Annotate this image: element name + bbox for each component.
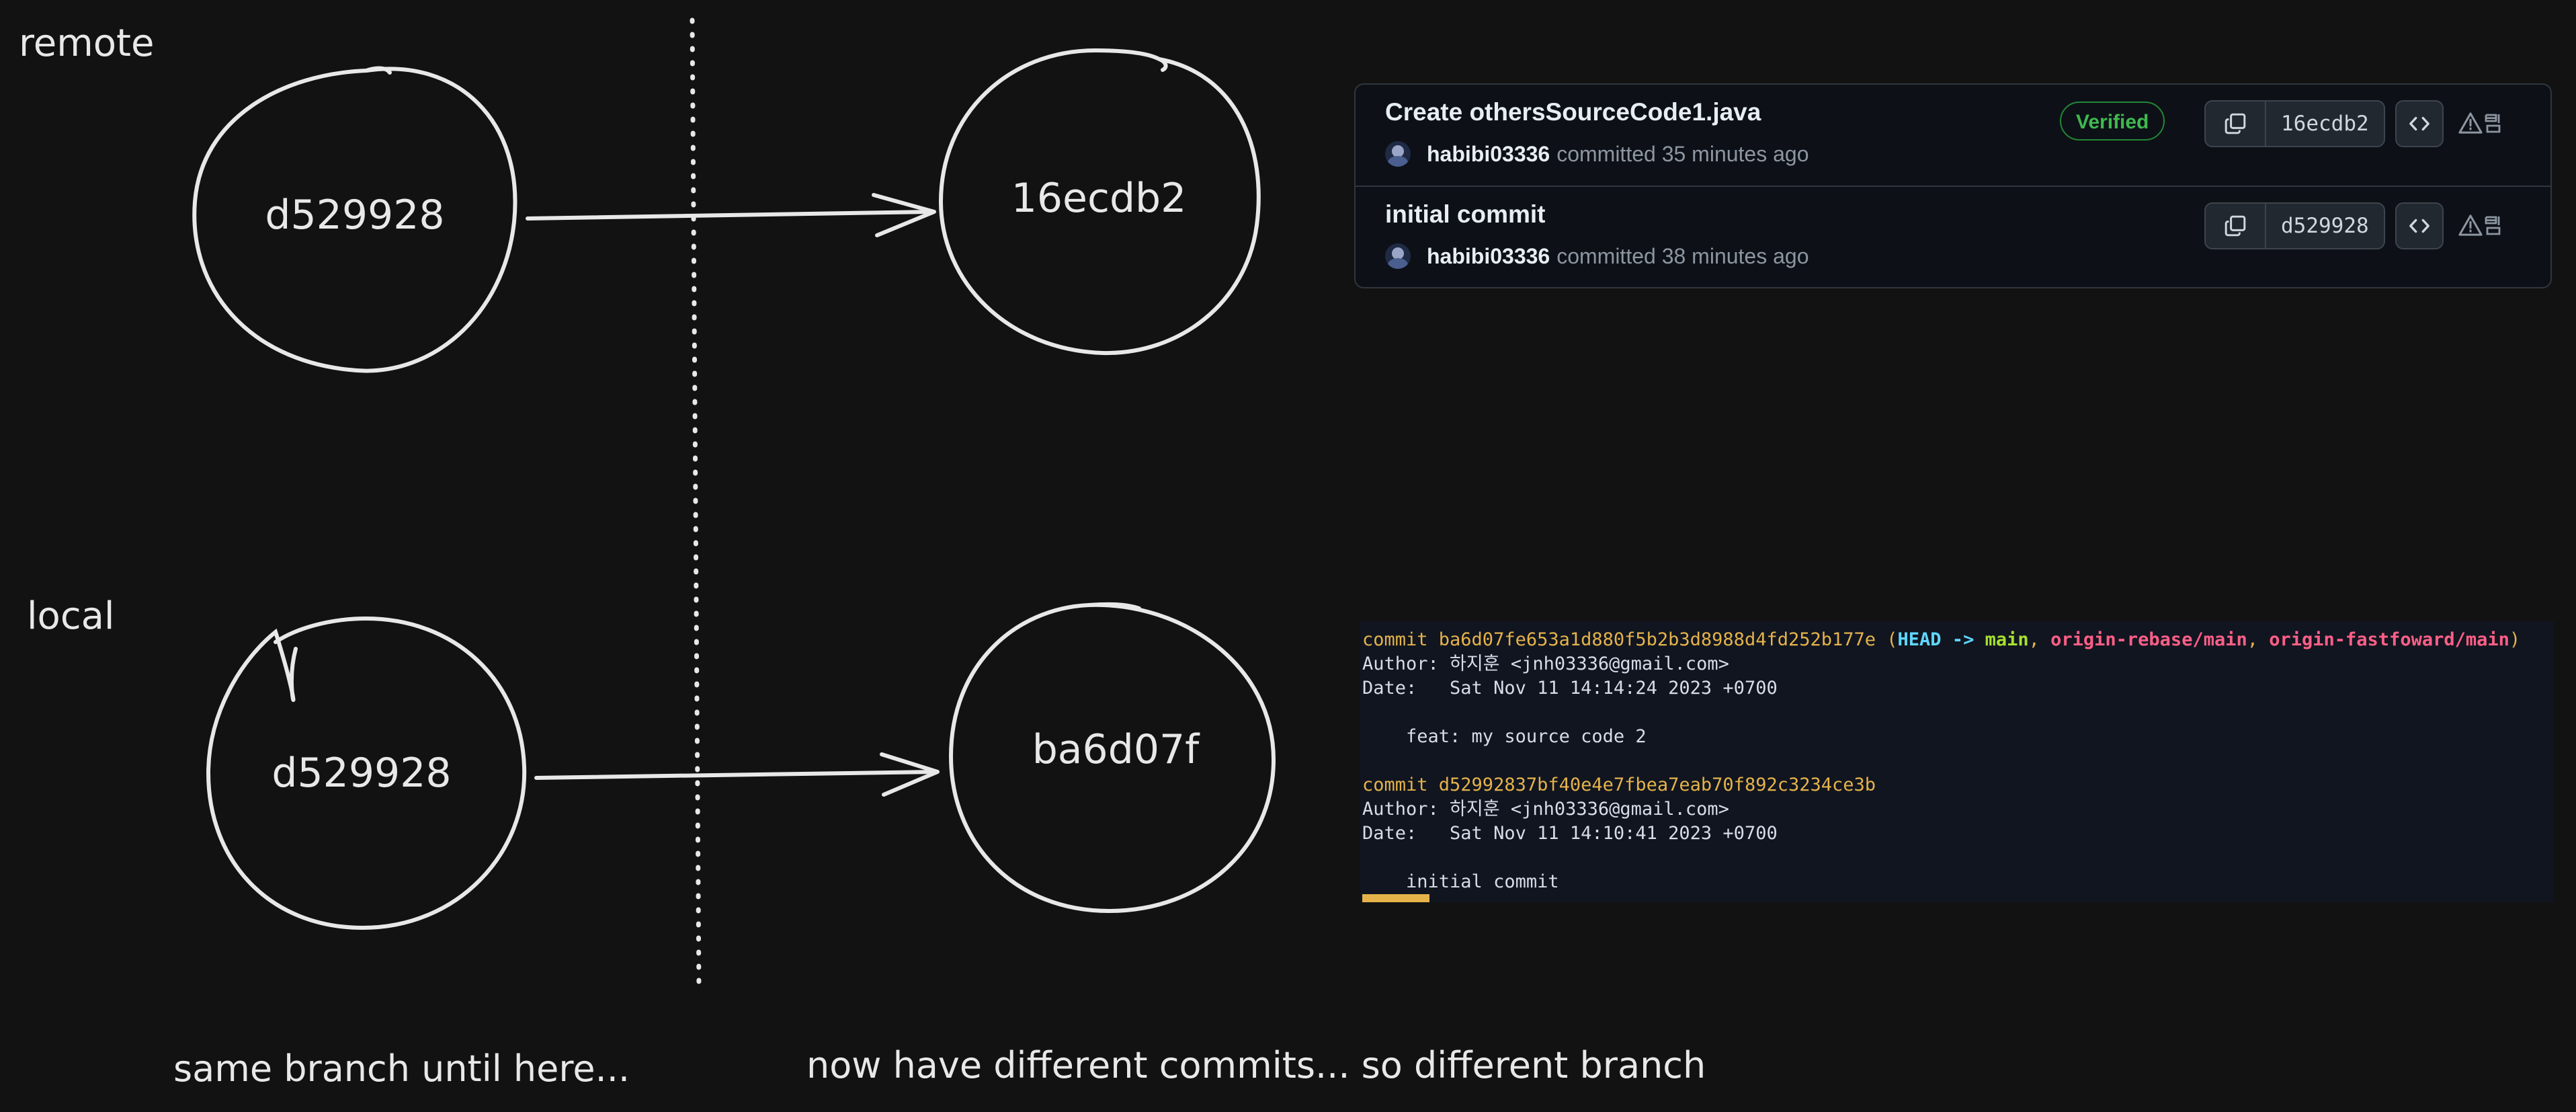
branch-origin-fastfoward: origin-fastfoward/main bbox=[2269, 629, 2509, 650]
copy-icon bbox=[2225, 215, 2246, 237]
separator: , bbox=[2247, 629, 2270, 650]
label-local: local bbox=[27, 594, 114, 638]
avatar[interactable] bbox=[1385, 243, 1411, 269]
warning-icon[interactable] bbox=[2458, 112, 2502, 134]
copy-sha-button[interactable] bbox=[2206, 102, 2266, 146]
commit-author[interactable]: habibi03336 bbox=[1427, 243, 1550, 268]
commit-time: committed 35 minutes ago bbox=[1556, 141, 1809, 166]
commit-sha-link[interactable]: 16ecdb2 bbox=[2281, 112, 2369, 136]
code-icon bbox=[2409, 219, 2429, 233]
commit-row: Create othersSourceCode1.java habibi0333… bbox=[1356, 85, 2550, 187]
head-ref: HEAD -> bbox=[1897, 629, 1985, 650]
node-remote-left: d529928 bbox=[192, 66, 517, 373]
copy-icon bbox=[2225, 113, 2246, 134]
arrow-local bbox=[534, 752, 940, 797]
commit-title[interactable]: Create othersSourceCode1.java bbox=[1385, 98, 1761, 126]
commit-sha-link[interactable]: d529928 bbox=[2281, 214, 2369, 238]
node-local-right: ba6d07f bbox=[948, 602, 1276, 914]
caption-same-branch: same branch until here... bbox=[173, 1047, 630, 1090]
commit-time: committed 38 minutes ago bbox=[1556, 243, 1809, 268]
commit-title[interactable]: initial commit bbox=[1385, 200, 1546, 228]
sha-button-group: d529928 bbox=[2204, 202, 2385, 249]
node-remote-right: 16ecdb2 bbox=[938, 48, 1261, 356]
branch-main: main bbox=[1985, 629, 2029, 650]
node-local-left-label: d529928 bbox=[272, 750, 451, 797]
commit-meta: habibi03336 committed 35 minutes ago bbox=[1385, 141, 1809, 167]
paren: ( bbox=[1876, 629, 1898, 650]
node-remote-right-label: 16ecdb2 bbox=[1011, 175, 1187, 222]
copy-sha-button[interactable] bbox=[2206, 204, 2266, 248]
git-log-terminal: commit ba6d07fe653a1d880f5b2b3d8988d4fd2… bbox=[1360, 621, 2554, 902]
commit-message-line: feat: my source code 2 bbox=[1362, 726, 1647, 747]
commit-author-line: Author: 하지훈 <jnh03336@gmail.com> bbox=[1362, 653, 1729, 674]
node-local-left: d529928 bbox=[206, 616, 527, 930]
divider-dotted-line bbox=[690, 17, 702, 991]
code-icon bbox=[2409, 116, 2429, 131]
sha-button-group: 16ecdb2 bbox=[2204, 100, 2385, 147]
branch-origin-rebase: origin-rebase/main bbox=[2050, 629, 2247, 650]
terminal-end-marker bbox=[1362, 894, 1429, 902]
separator: , bbox=[2028, 629, 2051, 650]
github-commit-list: Create othersSourceCode1.java habibi0333… bbox=[1354, 83, 2552, 288]
commit-meta: habibi03336 committed 38 minutes ago bbox=[1385, 243, 1809, 269]
commit-hash: commit d52992837bf40e4e7fbea7eab70f892c3… bbox=[1362, 775, 1876, 795]
commit-message-line: initial commit bbox=[1362, 871, 1559, 892]
verified-badge[interactable]: Verified bbox=[2060, 102, 2165, 141]
commit-author-line: Author: 하지훈 <jnh03336@gmail.com> bbox=[1362, 799, 1729, 820]
commit-author[interactable]: habibi03336 bbox=[1427, 141, 1550, 166]
node-local-right-label: ba6d07f bbox=[1032, 726, 1200, 773]
commit-hash: commit ba6d07fe653a1d880f5b2b3d8988d4fd2… bbox=[1362, 629, 1876, 650]
commit-row: initial commit habibi03336 committed 38 … bbox=[1356, 187, 2550, 288]
paren: ) bbox=[2509, 629, 2521, 650]
label-remote: remote bbox=[19, 22, 154, 65]
warning-icon[interactable] bbox=[2458, 214, 2502, 237]
node-remote-left-label: d529928 bbox=[265, 192, 444, 239]
arrow-remote bbox=[526, 193, 936, 237]
browse-code-button[interactable] bbox=[2395, 100, 2444, 147]
commit-date-line: Date: Sat Nov 11 14:14:24 2023 +0700 bbox=[1362, 678, 1778, 699]
terminal-line: commit ba6d07fe653a1d880f5b2b3d8988d4fd2… bbox=[1362, 628, 2520, 652]
avatar[interactable] bbox=[1385, 141, 1411, 167]
caption-different-commits: now have different commits... so differe… bbox=[806, 1044, 1706, 1086]
commit-date-line: Date: Sat Nov 11 14:10:41 2023 +0700 bbox=[1362, 823, 1778, 844]
browse-code-button[interactable] bbox=[2395, 202, 2444, 249]
